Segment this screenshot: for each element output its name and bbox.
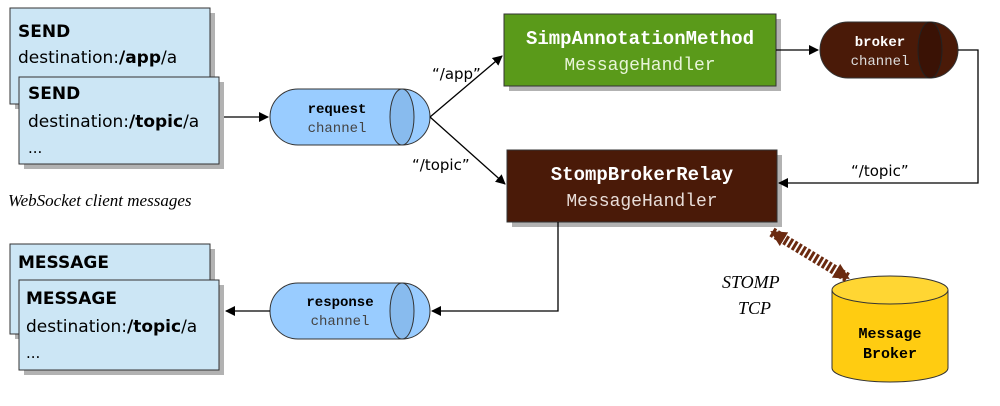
send-card-topic: SEND destination:/topic/a ... [18, 76, 224, 169]
client-messages-caption: WebSocket client messages [8, 191, 192, 210]
response-channel: response channel [269, 282, 431, 340]
stomp-label: STOMP [722, 272, 780, 292]
request-channel-line1: request [308, 102, 367, 118]
message-ellipsis: ... [26, 344, 40, 362]
simp-handler-line1: SimpAnnotationMethod [526, 28, 754, 50]
broker-to-relay-arrow [778, 49, 979, 188]
send-card-app: SEND destination:/app/a [9, 7, 215, 109]
message-broker-line1: Message [858, 326, 921, 343]
tcp-label: TCP [738, 298, 771, 318]
request-channel: request channel [269, 88, 431, 146]
send-destination: destination:/topic/a [28, 112, 199, 132]
response-channel-line2: channel [311, 314, 370, 330]
response-channel-line1: response [306, 295, 373, 311]
send-destination: destination:/app/a [18, 48, 177, 68]
stomp-broker-relay-handler: StompBrokerRelay MessageHandler [506, 149, 782, 227]
message-broker-line2: Broker [863, 346, 917, 363]
stomp-tcp-arrow [769, 227, 851, 283]
app-route-label: “/app” [432, 65, 481, 83]
relay-to-response-arrow [431, 222, 559, 316]
relay-handler-line2: MessageHandler [566, 192, 717, 212]
broker-channel-line1: broker [855, 35, 905, 51]
broker-channel: broker channel [819, 21, 959, 79]
send-title: SEND [18, 22, 70, 42]
message-broker-database: Message Broker [831, 275, 949, 383]
message-destination: destination:/topic/a [26, 317, 197, 337]
request-channel-line2: channel [308, 121, 367, 137]
broker-channel-line2: channel [851, 54, 910, 70]
topic-route-label: “/topic” [412, 156, 470, 174]
message-card-topic: MESSAGE destination:/topic/a ... [18, 279, 224, 375]
request-to-simp-arrow [429, 55, 503, 118]
send-title: SEND [28, 84, 80, 104]
message-title: MESSAGE [26, 289, 117, 309]
relay-handler-line1: StompBrokerRelay [551, 164, 734, 186]
request-to-relay-arrow [429, 116, 506, 185]
send-ellipsis: ... [28, 139, 42, 157]
broker-topic-label: “/topic” [851, 162, 909, 180]
simp-handler-line2: MessageHandler [564, 56, 715, 76]
simp-annotation-handler: SimpAnnotationMethod MessageHandler [503, 13, 781, 91]
message-title: MESSAGE [18, 253, 109, 273]
